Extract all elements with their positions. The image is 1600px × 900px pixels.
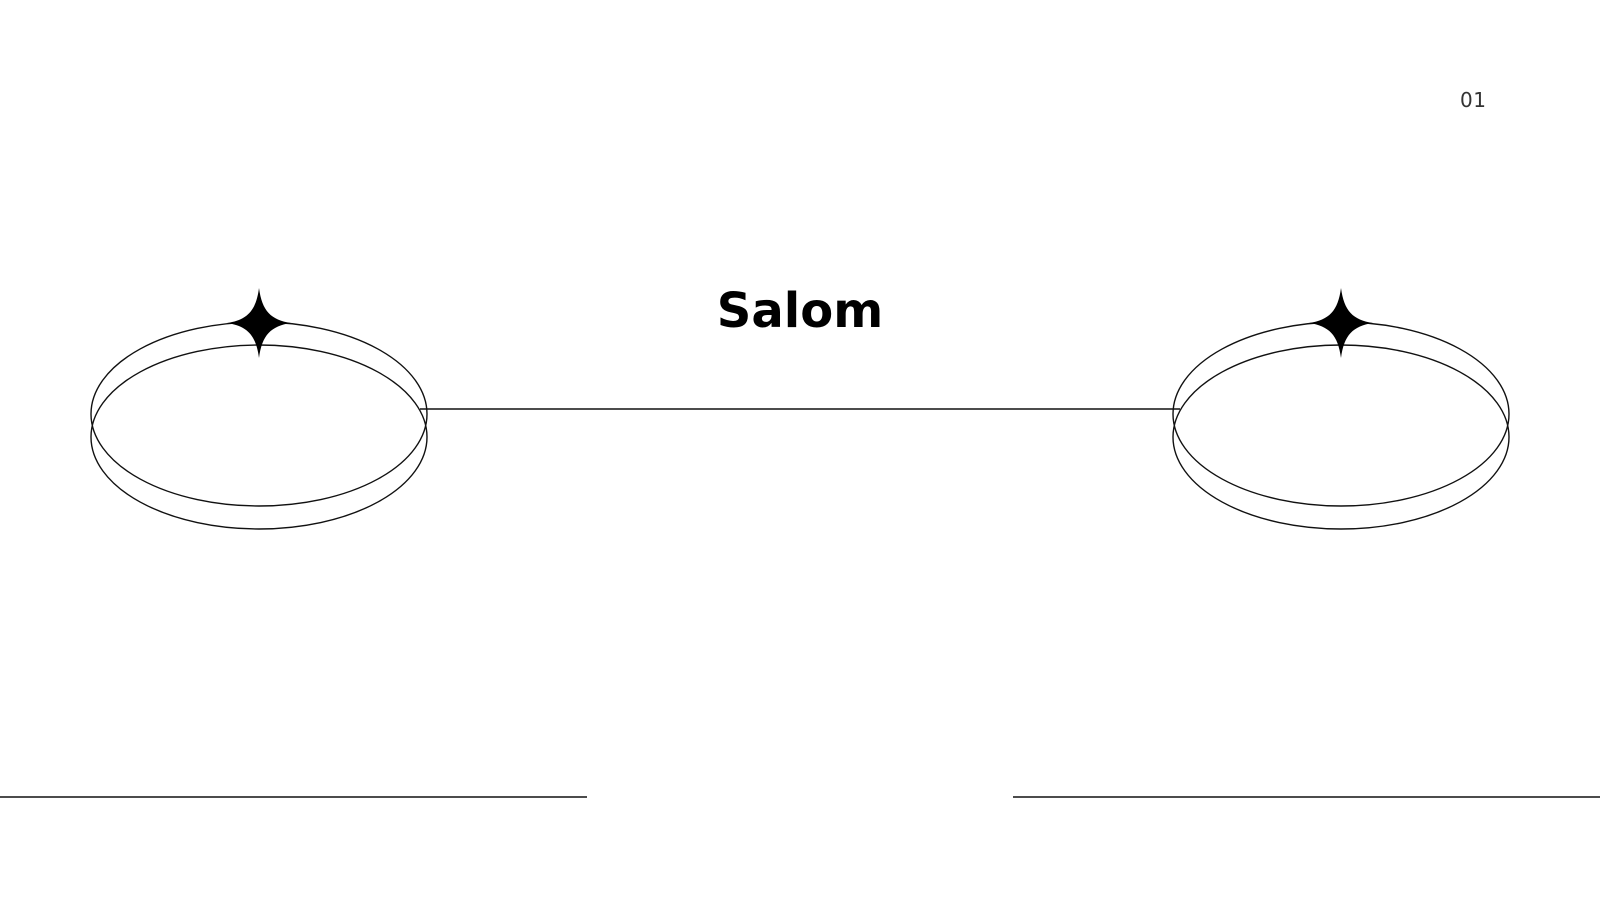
page-number: 01	[1460, 88, 1487, 112]
sparkle-icon	[227, 288, 291, 358]
slide-title: Salom	[716, 283, 884, 339]
sparkle-icon	[1309, 288, 1373, 358]
